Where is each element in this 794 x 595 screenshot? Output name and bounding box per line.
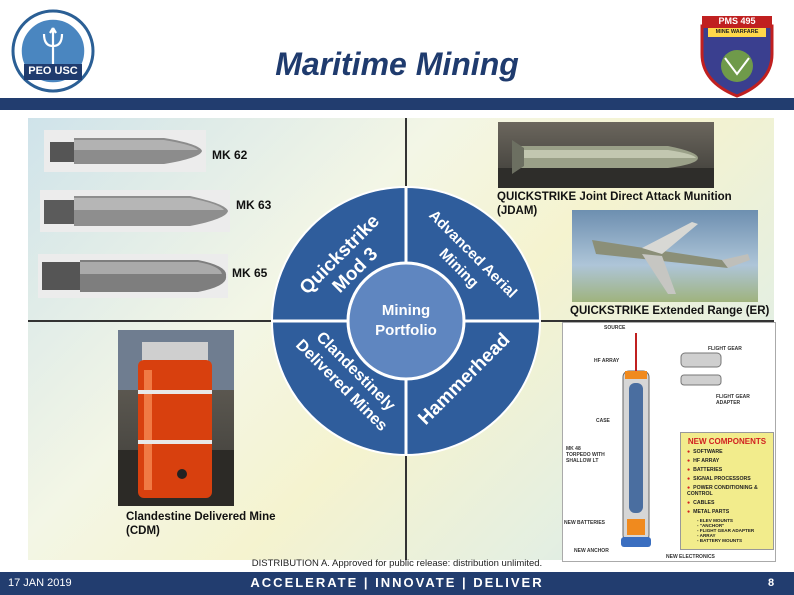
center-text-line1: Mining [382,302,430,319]
mk62-image [44,130,206,172]
footer-date: 17 JAN 2019 [8,577,72,589]
page-number: 8 [768,577,775,589]
list-item: HF ARRAY [687,458,773,464]
list-subitem: - FLIGHT GEAR ADAPTER [697,528,755,533]
diagram-label-new-anchor: NEW ANCHOR [574,548,609,554]
pms-495-logo: PMS 495 MINE WARFARE [698,14,776,98]
er-photo [572,210,758,302]
new-components-box: NEW COMPONENTS SOFTWARE HF ARRAY BATTERI… [680,432,774,550]
diagram-label-new-electronics: NEW ELECTRONICS [666,554,715,560]
jdam-caption-line2: (JDAM) [497,205,538,217]
diagram-label-torpedo: MK 48 TORPEDO WITH SHALLOW LT [566,446,605,464]
pms-495-badge-icon [700,16,774,98]
mk63-label: MK 63 [236,198,272,212]
list-item: POWER CONDITIONING & CONTROL [687,485,773,497]
jdam-munition-icon [498,140,714,188]
footer-bar [0,572,794,595]
distribution-statement: DISTRIBUTION A. Approved for public rele… [251,558,543,569]
diagram-label-flight-gear-adapter: FLIGHT GEAR ADAPTER [716,394,750,406]
cdm-photo [118,330,234,506]
list-item: SIGNAL PROCESSORS [687,476,773,482]
header-bar [0,98,794,110]
list-subitem: - "ANCHOR" [697,523,725,528]
list-item: BATTERIES [687,467,773,473]
peo-usc-seal-icon [11,9,95,93]
new-components-list: SOFTWARE HF ARRAY BATTERIES SIGNAL PROCE… [687,449,773,543]
list-item: SOFTWARE [687,449,773,455]
list-subitem: - BATTERY MOUNTS [697,538,743,543]
er-munition-icon [592,222,750,294]
mk62-label: MK 62 [212,148,248,162]
peo-usc-logo: PEO USC [10,8,96,94]
hammerhead-cutaway-icon [621,333,722,547]
page-title: Maritime Mining [275,46,519,82]
mk65-image [38,254,228,298]
mk63-image [40,190,230,232]
cdm-mine-icon [118,330,234,506]
mk62-mine-icon [44,130,206,172]
jdam-photo [498,122,714,188]
mine-warfare-text: MINE WARFARE [715,29,759,35]
pms-495-text: PMS 495 [718,16,756,26]
list-item: CABLES [687,500,773,506]
new-components-header: NEW COMPONENTS [687,437,767,446]
diagram-label-case: CASE [596,418,610,424]
mk65-label: MK 65 [232,266,268,280]
mk65-mine-icon [38,254,228,298]
cdm-caption-line1: Clandestine Delivered Mine [126,511,276,523]
footer-tagline: ACCELERATE | INNOVATE | DELIVER [250,575,544,590]
center-text-line2: Portfolio [375,322,437,339]
list-item: METAL PARTS [687,509,773,515]
cdm-caption-line2: (CDM) [126,525,160,537]
jdam-caption-line1: QUICKSTRIKE Joint Direct Attack Munition [497,191,732,203]
diagram-label-hf-array: HF ARRAY [594,358,620,364]
diagram-label-source: SOURCE [604,325,626,331]
peo-usc-text: PEO USC [28,65,78,77]
mining-portfolio-wheel: Mining Portfolio Quickstrike Mod 3 Advan… [271,186,541,456]
list-subitem: - ELEV MOUNTS [697,518,733,523]
mk63-mine-icon [40,190,230,232]
list-subitem: - ARRAY [697,533,716,538]
diagram-label-new-batteries: NEW BATTERIES [564,520,606,526]
er-caption: QUICKSTRIKE Extended Range (ER) [570,305,770,317]
diagram-label-flight-gear: FLIGHT GEAR [708,346,742,352]
